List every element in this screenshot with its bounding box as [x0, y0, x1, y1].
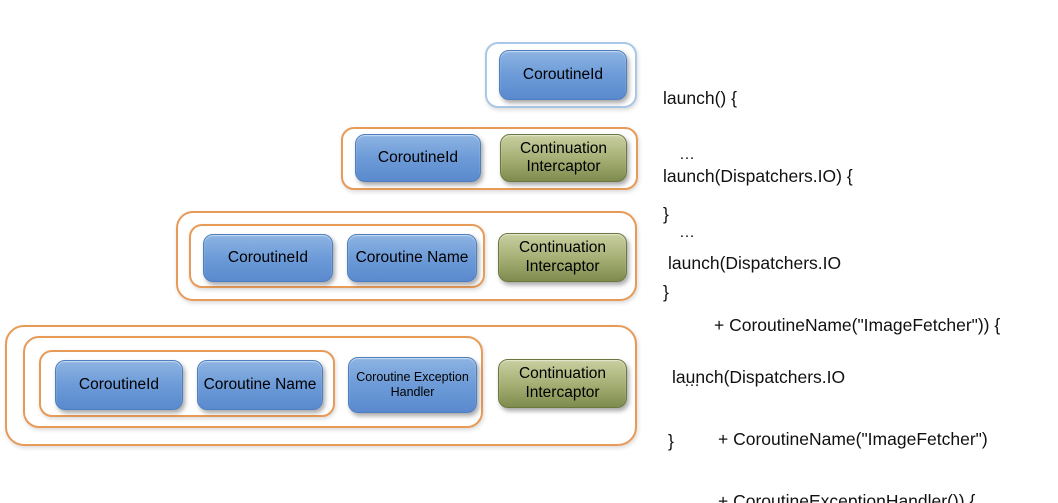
- code-line: launch(Dispatchers.IO: [668, 253, 842, 273]
- coroutine-id-box: CoroutineId: [55, 360, 183, 410]
- code-ellipsis: …: [679, 224, 697, 241]
- code-line: }: [663, 204, 669, 224]
- continuation-interceptor-box: Continuation Intercaptor: [498, 359, 627, 408]
- code-line: launch() {: [663, 88, 737, 108]
- code-ellipsis: …: [679, 146, 697, 163]
- coroutine-name-box: Coroutine Name: [197, 360, 323, 410]
- coroutine-name-box: Coroutine Name: [347, 234, 477, 282]
- code-line: launch(Dispatchers.IO) {: [663, 166, 853, 186]
- continuation-interceptor-box: Continuation Intercaptor: [498, 233, 627, 282]
- code-line: + CoroutineName("ImageFetcher")) {: [714, 315, 1001, 335]
- coroutine-id-box: CoroutineId: [355, 134, 481, 182]
- coroutine-exception-handler-box: Coroutine Exception Handler: [348, 357, 477, 413]
- code-line: }: [668, 431, 674, 451]
- code-line: }: [663, 282, 669, 302]
- code-line: + CoroutineExceptionHandler()) {: [718, 491, 976, 503]
- code-ellipsis: …: [684, 373, 702, 390]
- continuation-interceptor-box: Continuation Intercaptor: [500, 134, 627, 182]
- code-line: + CoroutineName("ImageFetcher"): [718, 429, 988, 449]
- coroutine-id-box: CoroutineId: [203, 234, 333, 282]
- code-snippet-2: launch(Dispatchers.IO) { … }: [663, 124, 853, 347]
- code-snippet-3: launch(Dispatchers.IO + CoroutineName("I…: [668, 211, 1000, 496]
- code-line: launch(Dispatchers.IO: [672, 367, 846, 387]
- code-snippet-4: launch(Dispatchers.IO + CoroutineName("I…: [672, 325, 988, 503]
- coroutine-id-box: CoroutineId: [499, 50, 627, 100]
- code-snippet-1: launch() { … }: [663, 46, 737, 269]
